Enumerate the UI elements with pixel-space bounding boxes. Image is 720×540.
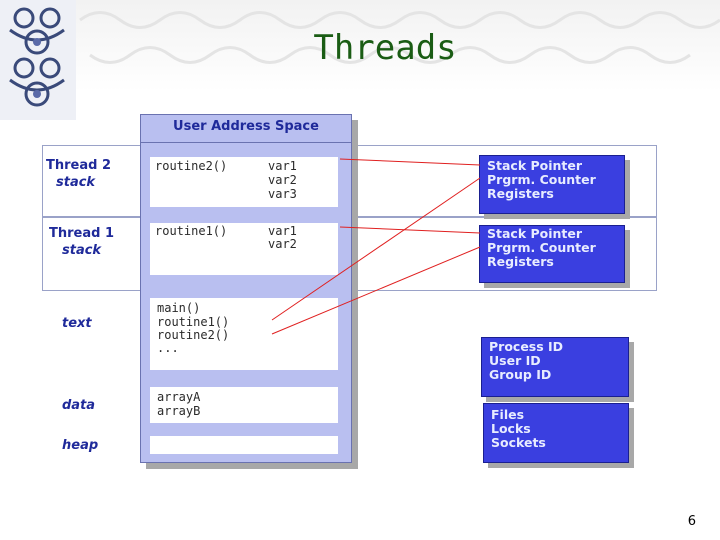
thread1-stack-label: stack xyxy=(62,243,102,258)
ornament-logo xyxy=(0,0,76,120)
thread1-routine: routine1() xyxy=(155,224,228,238)
thread2-var: var1 xyxy=(268,159,297,173)
box-line: Files xyxy=(491,407,525,422)
page-number: 6 xyxy=(687,514,696,529)
box-line: Sockets xyxy=(491,435,546,450)
process-id-box: Process ID User ID Group ID xyxy=(481,337,629,397)
box-line: Stack Pointer xyxy=(487,158,583,173)
data-line: arrayA xyxy=(157,390,201,404)
text-line: ... xyxy=(157,341,179,355)
data-line: arrayB xyxy=(157,404,201,418)
text-line: routine2() xyxy=(157,328,230,342)
box-line: Prgrm. Counter xyxy=(487,172,596,187)
text-segment-label: text xyxy=(62,316,92,331)
thread1-registers-box: Stack Pointer Prgrm. Counter Registers xyxy=(479,225,625,283)
box-line: Registers xyxy=(487,186,554,201)
text-line: routine1() xyxy=(157,315,230,329)
box-line: User ID xyxy=(489,353,541,368)
header-band xyxy=(0,0,720,92)
heap-segment-label: heap xyxy=(62,438,99,453)
thread2-stack-segment: routine2() var1 var2 var3 xyxy=(150,157,338,207)
address-space-title: User Address Space xyxy=(173,119,319,134)
resources-box: Files Locks Sockets xyxy=(483,403,629,463)
box-line: Stack Pointer xyxy=(487,226,583,241)
thread2-var: var2 xyxy=(268,173,297,187)
box-line: Locks xyxy=(491,421,531,436)
header-swirl-decoration xyxy=(79,11,720,64)
address-space-divider xyxy=(141,142,351,143)
thread2-registers-box: Stack Pointer Prgrm. Counter Registers xyxy=(479,155,625,214)
text-line: main() xyxy=(157,301,201,315)
data-segment-label: data xyxy=(62,398,96,413)
thread2-var: var3 xyxy=(268,187,297,201)
box-line: Prgrm. Counter xyxy=(487,240,596,255)
thread1-stack-segment: routine1() var1 var2 xyxy=(150,223,338,275)
heap-segment xyxy=(150,436,338,454)
thread2-stack-label: stack xyxy=(56,175,96,190)
thread2-name: Thread 2 xyxy=(46,158,111,173)
thread1-var: var1 xyxy=(268,224,297,238)
box-line: Registers xyxy=(487,254,554,269)
data-segment: arrayA arrayB xyxy=(150,387,338,423)
box-line: Group ID xyxy=(489,367,552,382)
slide-title: Threads xyxy=(313,28,457,68)
text-segment: main() routine1() routine2() ... xyxy=(150,298,338,370)
thread1-var: var2 xyxy=(268,237,297,251)
thread2-routine: routine2() xyxy=(155,159,228,173)
box-line: Process ID xyxy=(489,339,564,354)
thread1-name: Thread 1 xyxy=(49,226,114,241)
